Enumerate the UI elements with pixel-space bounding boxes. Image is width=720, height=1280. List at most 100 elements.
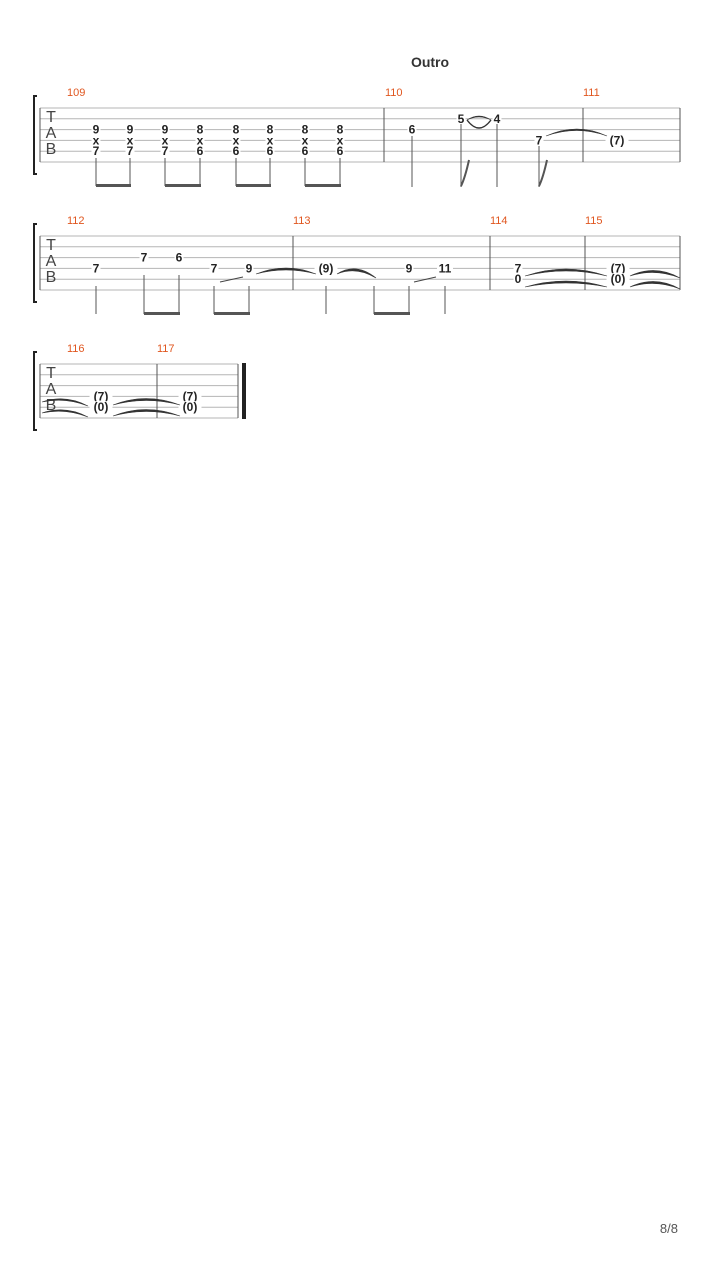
fret-number: 6	[302, 144, 309, 158]
note-background	[534, 134, 544, 147]
note-beam	[96, 184, 131, 187]
measure-number: 109	[67, 87, 85, 99]
fret-number: 5	[458, 112, 465, 126]
note-background	[244, 262, 254, 275]
note-background	[89, 390, 113, 403]
tab-clef-letter: B	[46, 141, 57, 158]
tie-arc	[524, 280, 608, 288]
note-background	[178, 401, 202, 414]
measure-number: 114	[490, 215, 508, 227]
note-background	[160, 123, 170, 136]
final-barline	[242, 363, 246, 419]
fret-number: 9	[162, 123, 169, 137]
note-beam	[144, 312, 180, 315]
fret-number: 7	[127, 144, 134, 158]
note-background	[265, 145, 275, 158]
note-background	[195, 145, 205, 158]
fret-number: 6	[197, 144, 204, 158]
note-background	[513, 273, 523, 286]
fret-number: 6	[409, 123, 416, 137]
fret-number: 0	[515, 272, 522, 286]
fret-number: 8	[302, 123, 309, 137]
note-background	[265, 134, 275, 147]
note-background	[492, 112, 502, 125]
fret-number: (0)	[611, 272, 626, 286]
fret-number: 6	[337, 144, 344, 158]
note-background	[195, 134, 205, 147]
note-background	[265, 123, 275, 136]
note-background	[231, 123, 241, 136]
note-flag	[460, 159, 470, 187]
tie-arc	[41, 409, 89, 418]
tab-clef-letter: T	[46, 237, 56, 254]
fret-number: x	[197, 133, 204, 147]
fret-number: 8	[197, 123, 204, 137]
measure-number: 110	[385, 87, 403, 99]
note-background	[300, 145, 310, 158]
measure-number: 115	[585, 215, 603, 227]
note-beam	[374, 312, 410, 315]
fret-number: 9	[406, 261, 413, 275]
tab-clef-letter: A	[46, 125, 57, 142]
note-beam	[236, 184, 271, 187]
measure-number: 117	[157, 343, 175, 355]
note-background	[125, 134, 135, 147]
note-background	[606, 273, 630, 286]
note-background	[91, 145, 101, 158]
note-background	[160, 134, 170, 147]
note-background	[178, 390, 202, 403]
fret-number: (0)	[183, 400, 198, 414]
tie-arc	[629, 281, 681, 290]
tab-clef-letter: B	[46, 269, 57, 286]
fret-number: 9	[93, 123, 100, 137]
note-beam	[305, 184, 341, 187]
system-bracket	[33, 95, 37, 175]
note-background	[300, 123, 310, 136]
note-background	[209, 262, 219, 275]
fret-number: (0)	[94, 400, 109, 414]
fret-number: 4	[494, 112, 501, 126]
note-background	[231, 145, 241, 158]
note-background	[335, 123, 345, 136]
note-flag	[538, 159, 548, 187]
note-background	[407, 123, 417, 136]
fret-number: x	[127, 133, 134, 147]
system-bracket	[33, 223, 37, 303]
tie-arc	[524, 268, 608, 277]
fret-number: x	[233, 133, 240, 147]
note-background	[91, 262, 101, 275]
tie-arc	[466, 119, 492, 129]
note-background	[91, 123, 101, 136]
note-background	[160, 145, 170, 158]
note-background	[606, 262, 630, 275]
note-background	[314, 262, 338, 275]
fret-number: (9)	[319, 261, 334, 275]
note-background	[139, 251, 149, 264]
fret-number: 9	[127, 123, 134, 137]
tie-arc	[466, 115, 492, 121]
tab-clef-letter: A	[46, 381, 57, 398]
fret-number: 7	[515, 261, 522, 275]
tie-arc	[112, 398, 181, 406]
tie-arc	[336, 268, 377, 279]
fret-number: 7	[162, 144, 169, 158]
note-background	[456, 112, 466, 125]
section-title: Outro	[410, 54, 450, 70]
fret-number: 8	[267, 123, 274, 137]
slide-line	[219, 276, 244, 283]
note-background	[605, 134, 629, 147]
measure-number: 112	[67, 215, 85, 227]
note-background	[195, 123, 205, 136]
slide-line	[413, 276, 437, 283]
note-background	[335, 145, 345, 158]
fret-number: 6	[176, 251, 183, 265]
fret-number: x	[162, 133, 169, 147]
note-background	[125, 145, 135, 158]
fret-number: 7	[211, 261, 218, 275]
tie-arc	[41, 398, 89, 407]
note-background	[174, 251, 184, 264]
fret-number: 6	[267, 144, 274, 158]
note-background	[91, 134, 101, 147]
note-background	[437, 262, 453, 275]
